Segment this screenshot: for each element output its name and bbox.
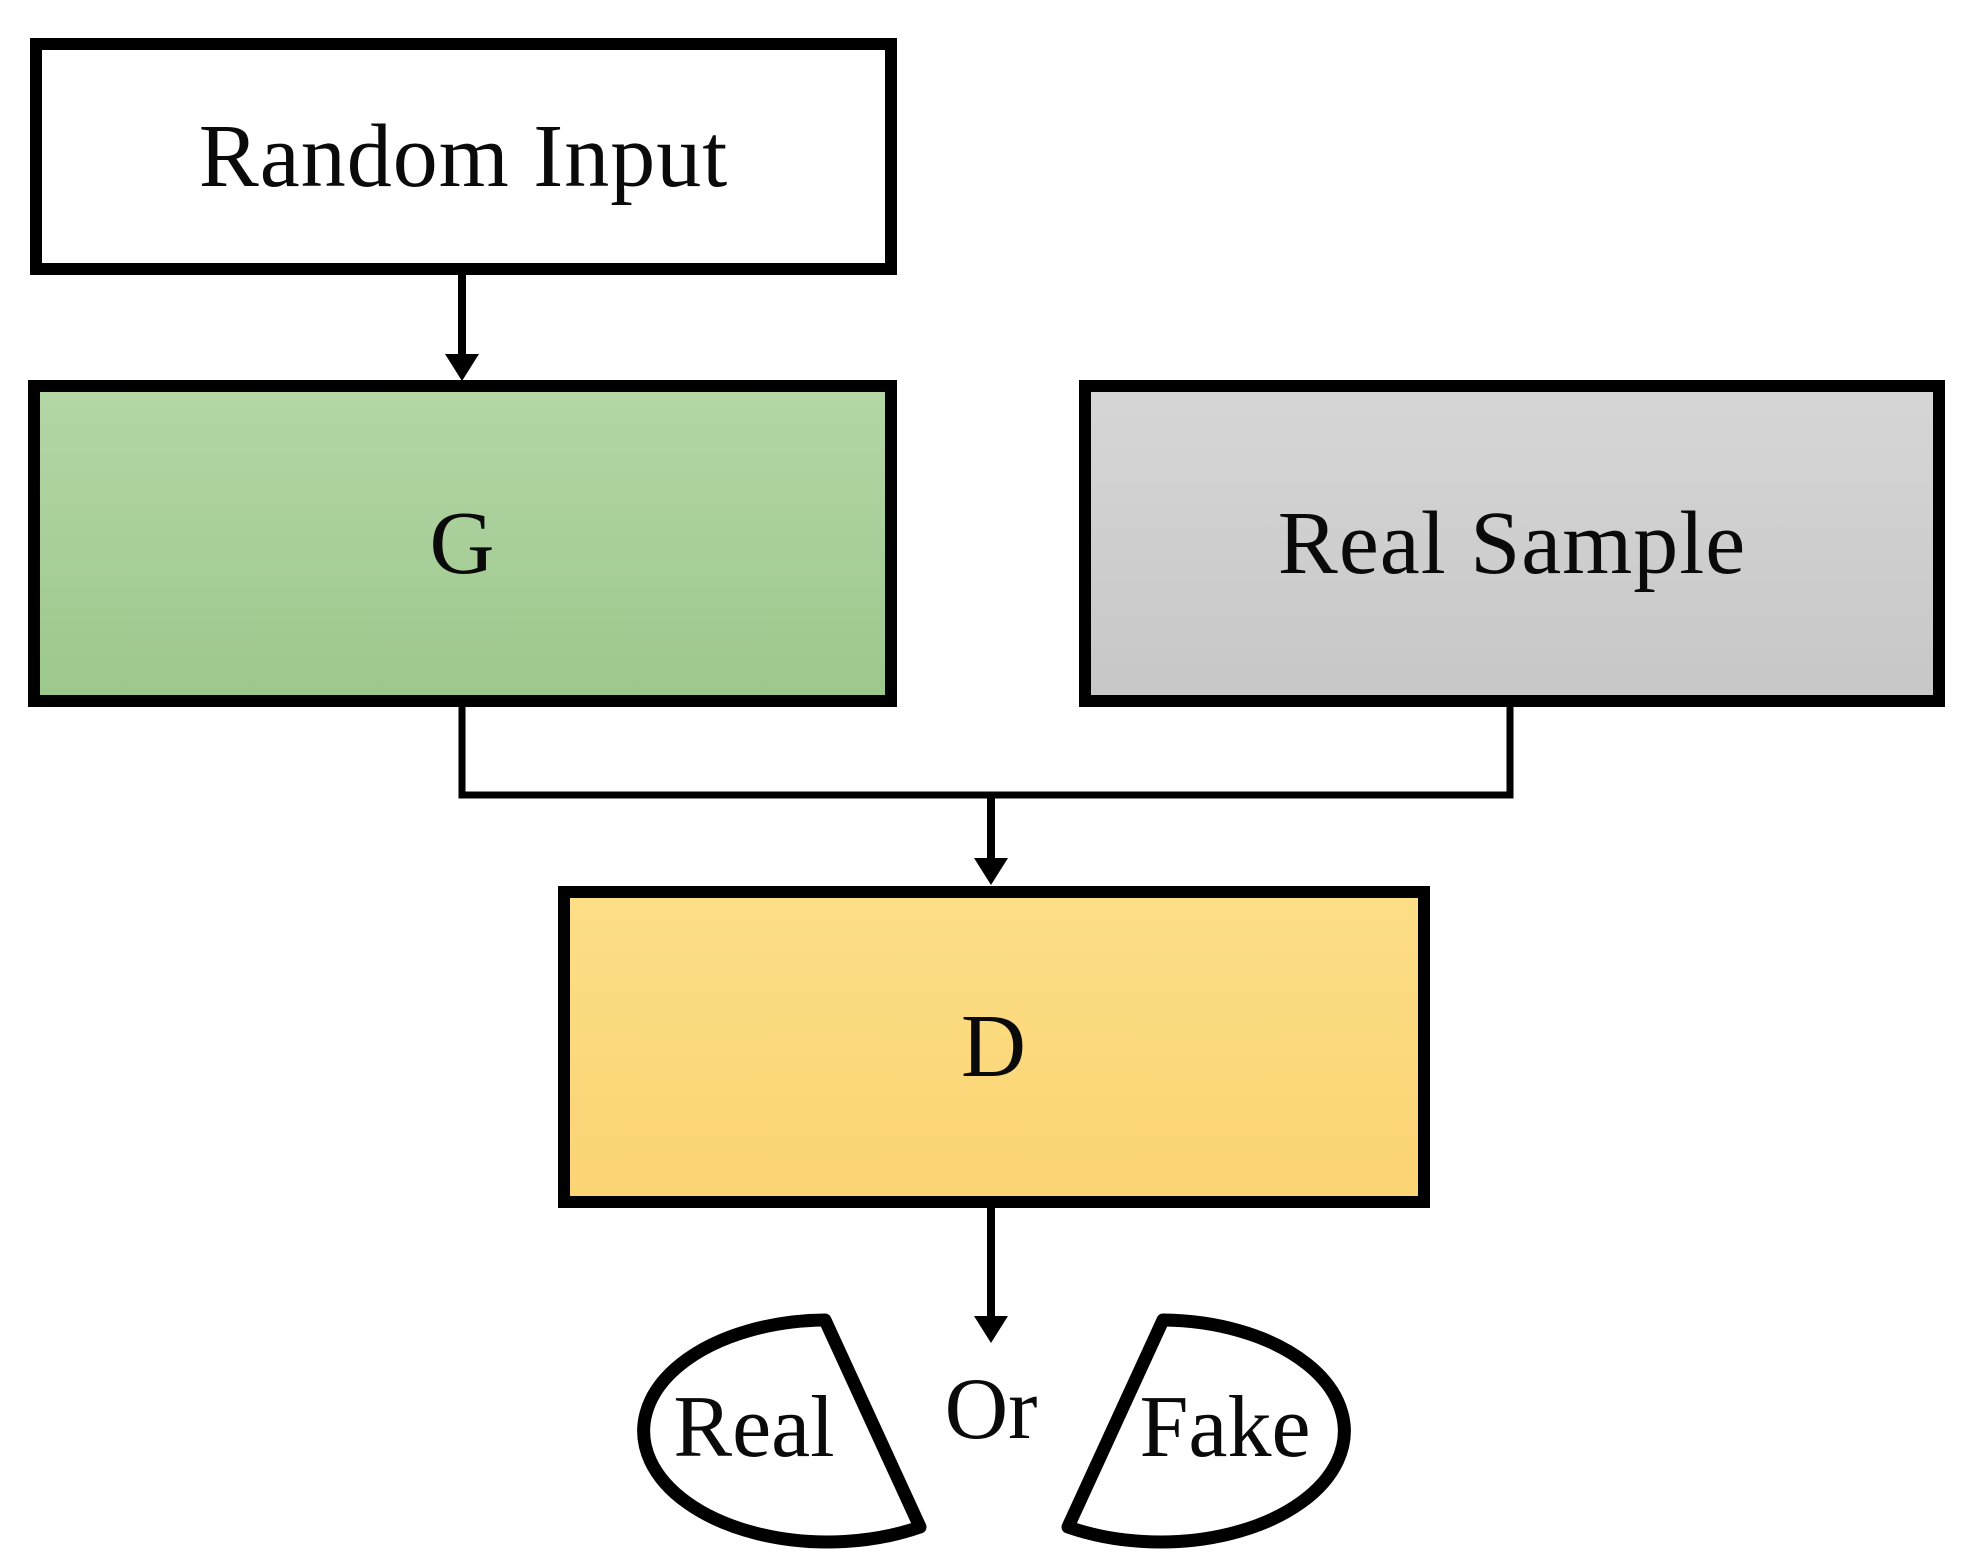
node-real-sample: Real Sample	[1079, 380, 1945, 707]
node-discriminator: D	[558, 886, 1430, 1208]
generator-label: G	[429, 493, 496, 593]
arrow-random-to-g-head	[445, 354, 479, 381]
arrow-d-to-output-head	[974, 1316, 1008, 1343]
node-generator: G	[28, 380, 897, 707]
real-sample-label: Real Sample	[1277, 493, 1747, 593]
node-random-input: Random Input	[30, 38, 897, 275]
merge-connector	[458, 700, 1514, 799]
or-label: Or	[944, 1361, 1038, 1458]
random-input-label: Random Input	[198, 106, 729, 206]
real-output-label: Real	[673, 1379, 835, 1476]
arrow-merge-to-d-head	[974, 858, 1008, 885]
fake-output-label: Fake	[1139, 1379, 1311, 1476]
discriminator-label: D	[961, 997, 1027, 1096]
